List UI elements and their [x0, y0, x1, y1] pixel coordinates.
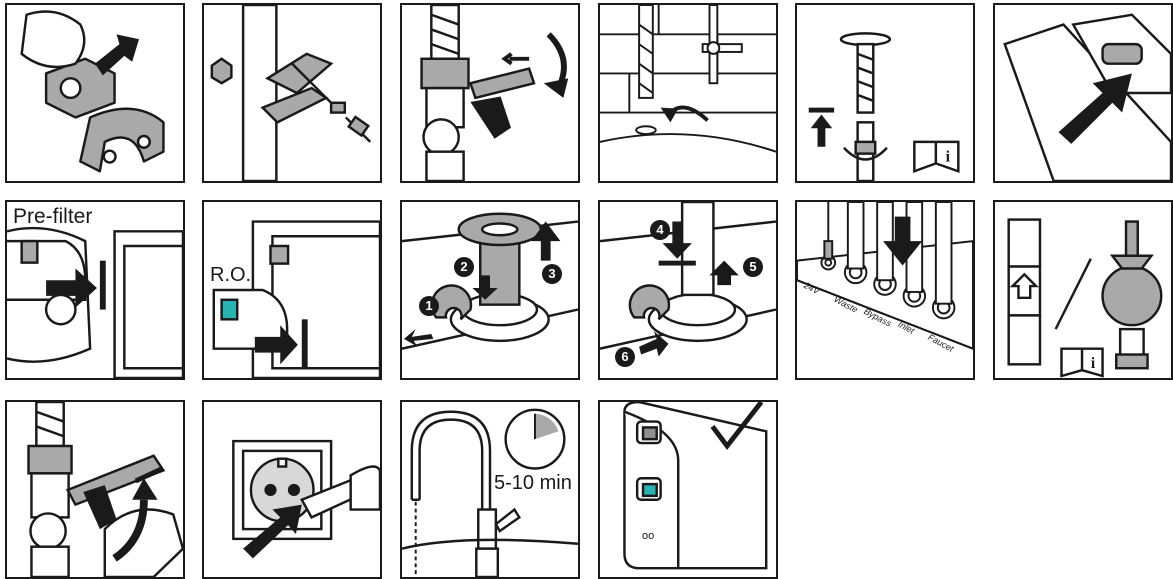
led-indicator: oo	[642, 530, 654, 542]
panel-valve-connect	[400, 3, 580, 183]
ro-label: R.O.	[210, 264, 251, 287]
step-3-badge: 3	[542, 264, 562, 284]
panel-faucet-nut: i	[795, 3, 975, 183]
panel-release-clip-a: 1 2 3	[400, 200, 580, 380]
panel-pipe-clamp	[202, 3, 382, 183]
panel-release-clip-b: 4 5 6	[598, 200, 778, 380]
svg-text:i: i	[1091, 355, 1096, 372]
panel-clamp-assembly	[5, 3, 185, 183]
panel-complete: oo	[598, 400, 778, 579]
svg-text:i: i	[946, 148, 951, 165]
panel-prefilter: Pre-filter	[5, 200, 185, 380]
panel-cartridge-slide	[993, 3, 1173, 183]
panel-drill-sink	[598, 3, 778, 183]
step-5-badge: 5	[743, 257, 763, 277]
panel-plug-in	[202, 400, 382, 579]
panel-connectors: 24V Waste Bypass Inlet Faucet	[795, 200, 975, 380]
flush-time-label: 5-10 min	[494, 472, 572, 495]
panel-bypass-options: i	[993, 200, 1173, 380]
prefilter-label: Pre-filter	[13, 205, 92, 229]
panel-ro: R.O.	[202, 200, 382, 380]
panel-open-valve	[5, 400, 185, 579]
step-4-badge: 4	[650, 220, 670, 240]
step-1-badge: 1	[419, 296, 439, 316]
panel-faucet-flush: 5-10 min	[400, 400, 580, 579]
step-6-badge: 6	[615, 347, 635, 367]
step-2-badge: 2	[454, 257, 474, 277]
